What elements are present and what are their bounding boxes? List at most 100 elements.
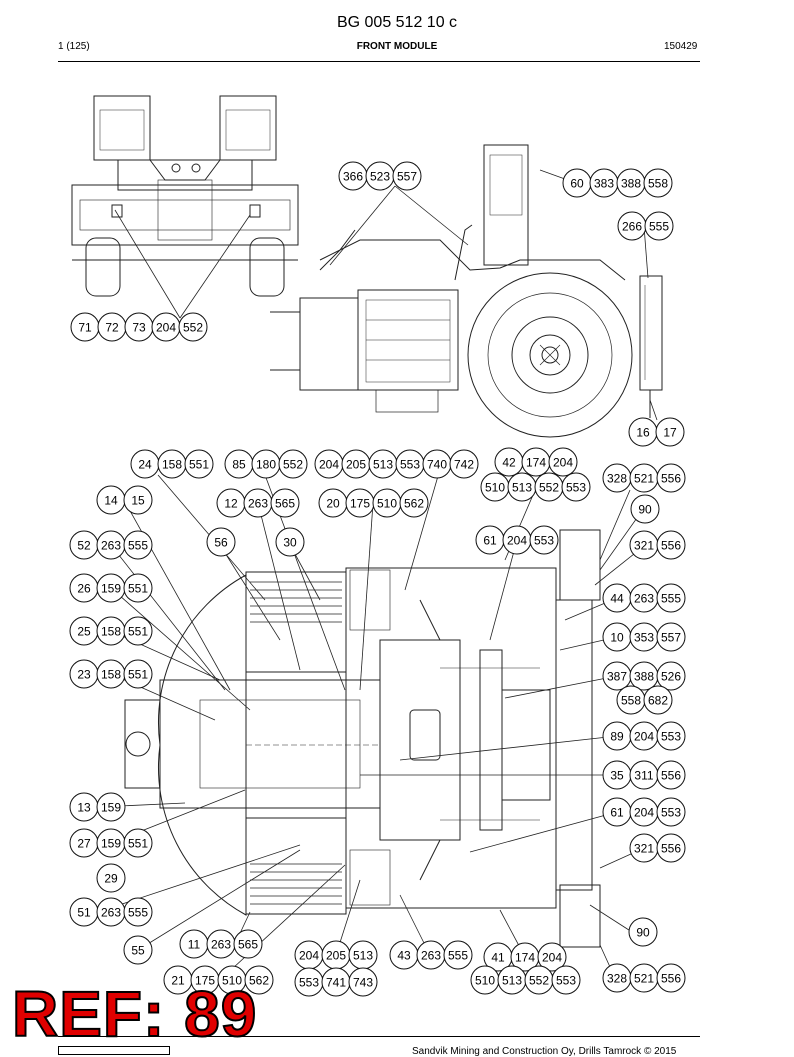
callout-number: 175 xyxy=(195,974,215,988)
callout-group: 55 xyxy=(123,935,153,965)
callout-number: 553 xyxy=(556,974,576,988)
callout-number: 90 xyxy=(638,503,652,517)
callout-number: 205 xyxy=(326,949,346,963)
callout-circle xyxy=(656,721,686,751)
callout-number: 388 xyxy=(621,177,641,191)
callout-number: 41 xyxy=(491,951,505,965)
callout-number: 513 xyxy=(353,949,373,963)
callout-circle xyxy=(548,447,578,477)
callout-number: 551 xyxy=(128,668,148,682)
callout-circle xyxy=(399,488,429,518)
callout-number: 204 xyxy=(156,321,176,335)
callout-circle xyxy=(656,833,686,863)
callout-circle xyxy=(656,583,686,613)
callout-number: 551 xyxy=(128,582,148,596)
header-rule xyxy=(58,61,700,62)
callout-number: 159 xyxy=(101,837,121,851)
callout-circle xyxy=(278,449,308,479)
callout-circle xyxy=(96,792,126,822)
callout-number: 180 xyxy=(256,458,276,472)
callout-number: 174 xyxy=(515,951,535,965)
callout-number: 328 xyxy=(607,972,627,986)
callout-number: 263 xyxy=(248,497,268,511)
callout-number: 552 xyxy=(539,481,559,495)
callout-number: 89 xyxy=(610,730,624,744)
callout-number: 510 xyxy=(485,481,505,495)
callout-number: 158 xyxy=(101,668,121,682)
callout-number: 204 xyxy=(507,534,527,548)
callout-number: 263 xyxy=(101,539,121,553)
callout-number: 35 xyxy=(610,769,624,783)
callout-number: 387 xyxy=(607,670,627,684)
callout-circle xyxy=(656,760,686,790)
callout-number: 510 xyxy=(377,497,397,511)
callout-number: 513 xyxy=(373,458,393,472)
callout-group: 30 xyxy=(275,527,305,557)
callout-number: 557 xyxy=(397,170,417,184)
callout-number: 562 xyxy=(404,497,424,511)
callout-number: 556 xyxy=(661,769,681,783)
callout-number: 14 xyxy=(104,494,118,508)
callout-number: 523 xyxy=(370,170,390,184)
callout-number: 742 xyxy=(454,458,474,472)
callout-number: 383 xyxy=(594,177,614,191)
callout-number: 513 xyxy=(512,481,532,495)
callout-number: 741 xyxy=(326,976,346,990)
callout-number: 552 xyxy=(283,458,303,472)
callout-circle xyxy=(529,525,559,555)
callout-number: 60 xyxy=(570,177,584,191)
callout-number: 55 xyxy=(131,944,145,958)
callout-number: 565 xyxy=(238,938,258,952)
callout-circle xyxy=(206,527,236,557)
callout-number: 366 xyxy=(343,170,363,184)
front-view-drawing xyxy=(71,95,299,297)
callout-circle xyxy=(123,616,153,646)
callout-circle xyxy=(348,967,378,997)
callout-circle xyxy=(443,940,473,970)
callout-circle xyxy=(270,488,300,518)
callout-number: 556 xyxy=(661,972,681,986)
callout-circle xyxy=(96,863,126,893)
document-date: 150429 xyxy=(664,41,698,52)
callout-circle xyxy=(184,449,214,479)
callout-number: 17 xyxy=(663,426,677,440)
callout-group: 90 xyxy=(628,917,658,947)
callout-number: 555 xyxy=(128,539,148,553)
callout-number: 61 xyxy=(610,806,624,820)
callout-circle xyxy=(123,573,153,603)
callout-circle xyxy=(628,917,658,947)
callout-number: 23 xyxy=(77,668,91,682)
callout-circle xyxy=(630,494,660,524)
callout-number: 10 xyxy=(610,631,624,645)
callout-circle xyxy=(643,168,673,198)
callout-number: 204 xyxy=(634,806,654,820)
callout-number: 11 xyxy=(188,938,201,952)
callout-number: 61 xyxy=(483,534,497,548)
callout-number: 556 xyxy=(661,842,681,856)
callout-number: 15 xyxy=(131,494,145,508)
callout-number: 263 xyxy=(421,949,441,963)
callout-number: 30 xyxy=(283,536,297,550)
callout-circle xyxy=(656,463,686,493)
callout-circle xyxy=(656,797,686,827)
callout-number: 263 xyxy=(634,592,654,606)
